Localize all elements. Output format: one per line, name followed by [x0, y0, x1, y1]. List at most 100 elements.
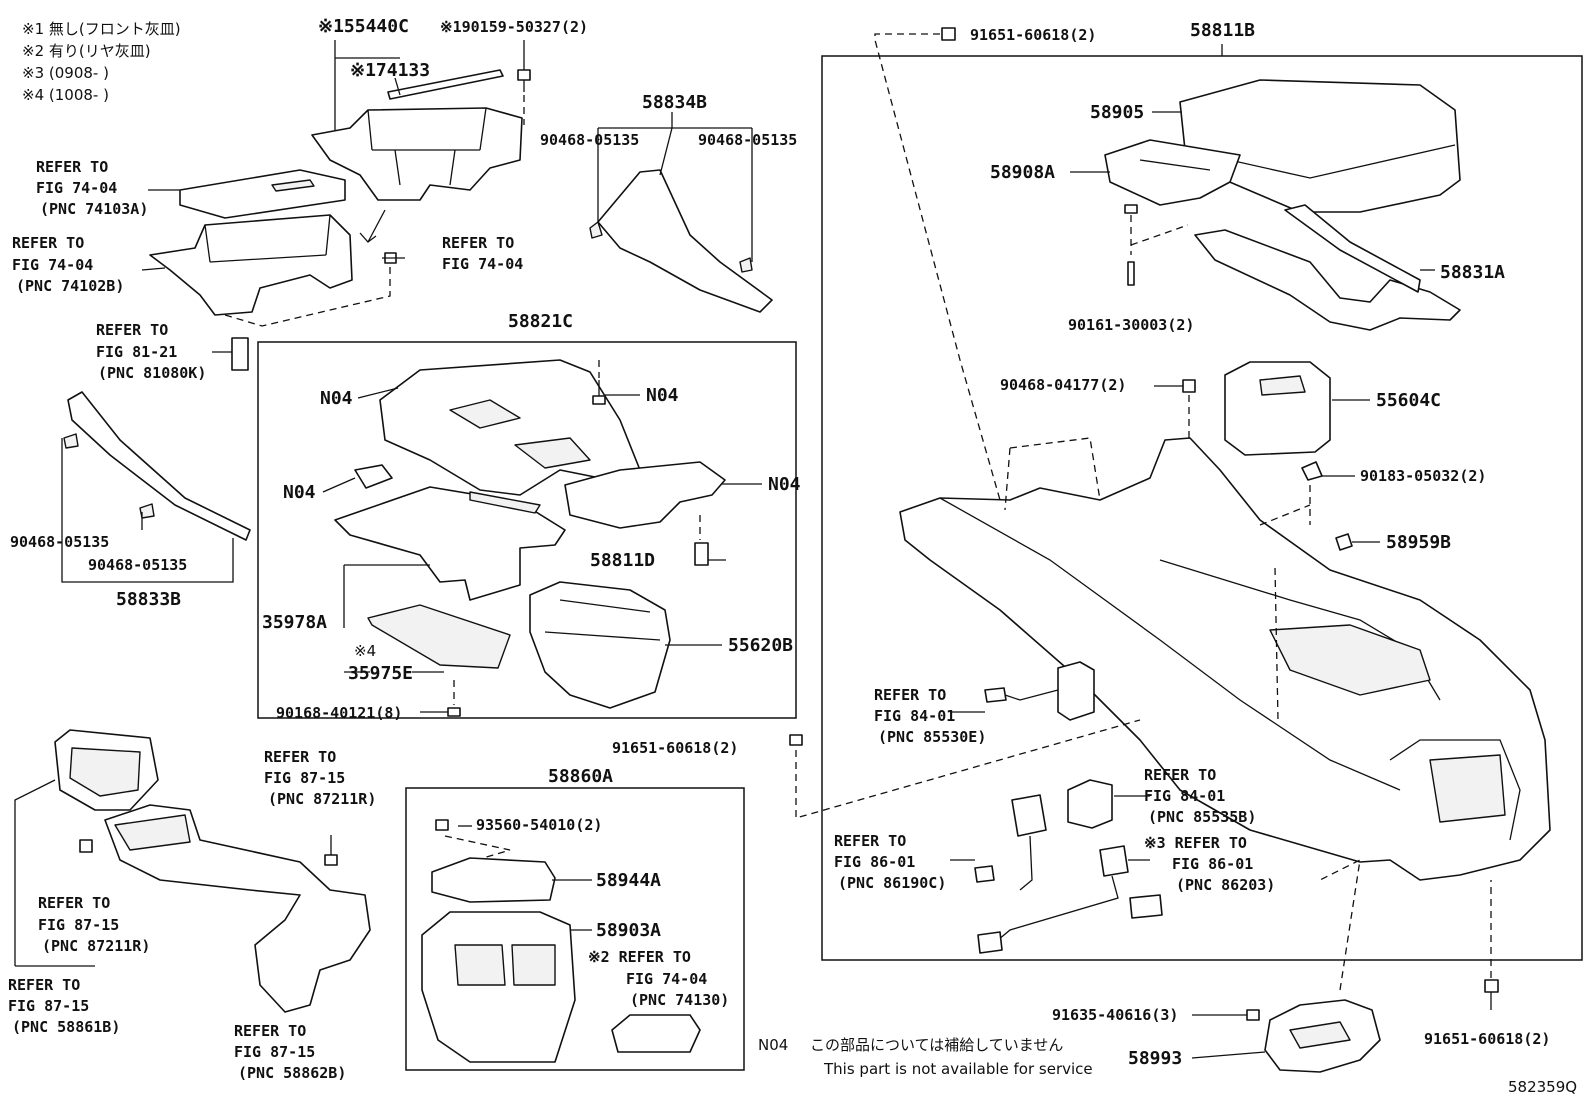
part-90468-04177-clip: [1182, 379, 1196, 393]
ref-87211r-b-l3: (PNC 87211R): [42, 937, 150, 955]
ref-85535b-l3: (PNC 85535B): [1148, 808, 1256, 826]
part-74133-strip: [387, 69, 504, 100]
ref-85530e-l2: FIG 84-01: [874, 707, 955, 725]
part-58944a-cover: [431, 857, 556, 903]
part-n04-bracket: [564, 461, 726, 529]
figure-id: 582359Q: [1508, 1078, 1577, 1096]
part-74102b-ashtray: [149, 214, 353, 316]
ref-85535b-l2: FIG 84-01: [1144, 787, 1225, 805]
dash-line: [224, 267, 391, 327]
label-90168: 90168-40121(8): [276, 704, 402, 722]
label-90159: ※190159-50327(2): [440, 18, 588, 36]
ref-74130-l2: FIG 74-04: [626, 970, 707, 988]
ref-58862b-l3: (PNC 58862B): [238, 1064, 346, 1082]
label-58903a: 58903A: [596, 920, 661, 941]
ref-58862b-l1: REFER TO: [234, 1022, 306, 1040]
group-box-58860a: [405, 787, 745, 1071]
ref-86190c-l3: (PNC 86190C): [838, 874, 946, 892]
dash-line: [1319, 858, 1361, 991]
leader-line: [394, 77, 401, 96]
ref-7404-l1: REFER TO: [442, 234, 514, 252]
label-58831a: 58831A: [1440, 262, 1505, 283]
leader-line: [14, 779, 56, 966]
label-x4: ※4: [354, 642, 376, 660]
screw-93560-icon: [435, 819, 449, 831]
leader-line: [1191, 1051, 1266, 1059]
label-90468-d: 90468-05135: [88, 556, 187, 574]
label-55604c: 55604C: [1376, 390, 1441, 411]
note-1: ※1 無し(フロント灰皿): [22, 20, 181, 38]
dash-line: [1130, 215, 1189, 255]
ref-58862b-l2: FIG 87-15: [234, 1043, 315, 1061]
part-55440c-bracket: [311, 107, 523, 201]
label-58944a: 58944A: [596, 870, 661, 891]
label-n04-3: N04: [283, 482, 316, 503]
label-58993: 58993: [1128, 1048, 1182, 1069]
label-35975e: 35975E: [348, 663, 413, 684]
ref-74130-l3: (PNC 74130): [630, 991, 729, 1009]
label-90468-e: 90468-04177(2): [1000, 376, 1126, 394]
dash-line: [1259, 504, 1311, 721]
legend-code: N04: [758, 1036, 788, 1054]
part-35978a-bracket: [334, 486, 566, 601]
ref-74102b-l2: FIG 74-04: [12, 256, 93, 274]
label-91651-c: 91651-60618(2): [1424, 1030, 1550, 1048]
leader-line: [61, 438, 234, 583]
label-91635: 91635-40616(3): [1052, 1006, 1178, 1024]
ref-81080k-l1: REFER TO: [96, 321, 168, 339]
part-58862b-duct: [104, 804, 371, 1013]
part-58959b-pin: [1335, 533, 1353, 551]
label-55620b: 55620B: [728, 635, 793, 656]
ref-87211r-b-l1: REFER TO: [38, 894, 110, 912]
clip-87211r-a-icon: [79, 839, 93, 853]
ref-58861b-l2: FIG 87-15: [8, 997, 89, 1015]
dash-line: [1004, 437, 1101, 511]
part-86190c-usb: [974, 794, 1047, 891]
ref-86203-l1: ※3 REFER TO: [1144, 834, 1247, 852]
part-58993-bracket: [1264, 999, 1381, 1073]
screw-91635-icon: [1246, 1009, 1260, 1021]
dash-line: [874, 33, 1001, 501]
ref-7404-l2: FIG 74-04: [442, 255, 523, 273]
group-box-58821c: [257, 341, 797, 719]
label-58959b: 58959B: [1386, 532, 1451, 553]
ref-58861b-l3: (PNC 58861B): [12, 1018, 120, 1036]
ref-74130-l1: ※2 REFER TO: [588, 948, 691, 966]
label-58860a: 58860A: [548, 766, 613, 787]
label-90161: 90161-30003(2): [1068, 316, 1194, 334]
label-74133: ※174133: [350, 60, 430, 81]
part-58861b-duct: [54, 729, 159, 811]
ref-87211r-b-l2: FIG 87-15: [38, 916, 119, 934]
part-85535b-socket: [1067, 779, 1113, 829]
ref-86203-l3: (PNC 86203): [1176, 876, 1275, 894]
part-58905-armrest: [1179, 79, 1461, 213]
legend-jp: この部品については補給していません: [810, 1036, 1063, 1054]
label-93560: 93560-54010(2): [476, 816, 602, 834]
label-58811d: 58811D: [590, 550, 655, 571]
label-90468-b: 90468-05135: [698, 131, 797, 149]
dash-line: [795, 719, 1141, 819]
ref-86190c-l2: FIG 86-01: [834, 853, 915, 871]
ref-85535b-l1: REFER TO: [1144, 766, 1216, 784]
screw-91651-b-icon: [789, 734, 803, 746]
ref-85530e-l3: (PNC 85530E): [878, 728, 986, 746]
screw-90168-icon: [447, 707, 461, 717]
ref-58861b-l1: REFER TO: [8, 976, 80, 994]
label-90183: 90183-05032(2): [1360, 467, 1486, 485]
n04-screw-icon: [592, 380, 606, 405]
note-2: ※2 有り(リヤ灰皿): [22, 42, 151, 60]
ref-74102b-l3: (PNC 74102B): [16, 277, 124, 295]
label-58834b: 58834B: [642, 92, 707, 113]
ref-81080k-l2: FIG 81-21: [96, 343, 177, 361]
part-86203-harness: [977, 845, 1163, 954]
label-58833b: 58833B: [116, 589, 181, 610]
ref-86203-l2: FIG 86-01: [1172, 855, 1253, 873]
leader-line: [343, 564, 444, 673]
part-58831a-hinge-bracket: [1194, 204, 1461, 331]
label-58908a: 58908A: [990, 162, 1055, 183]
part-35975e-plate: [367, 604, 511, 669]
part-n04-clip: [354, 464, 393, 489]
part-74103a-lid: [179, 169, 346, 219]
